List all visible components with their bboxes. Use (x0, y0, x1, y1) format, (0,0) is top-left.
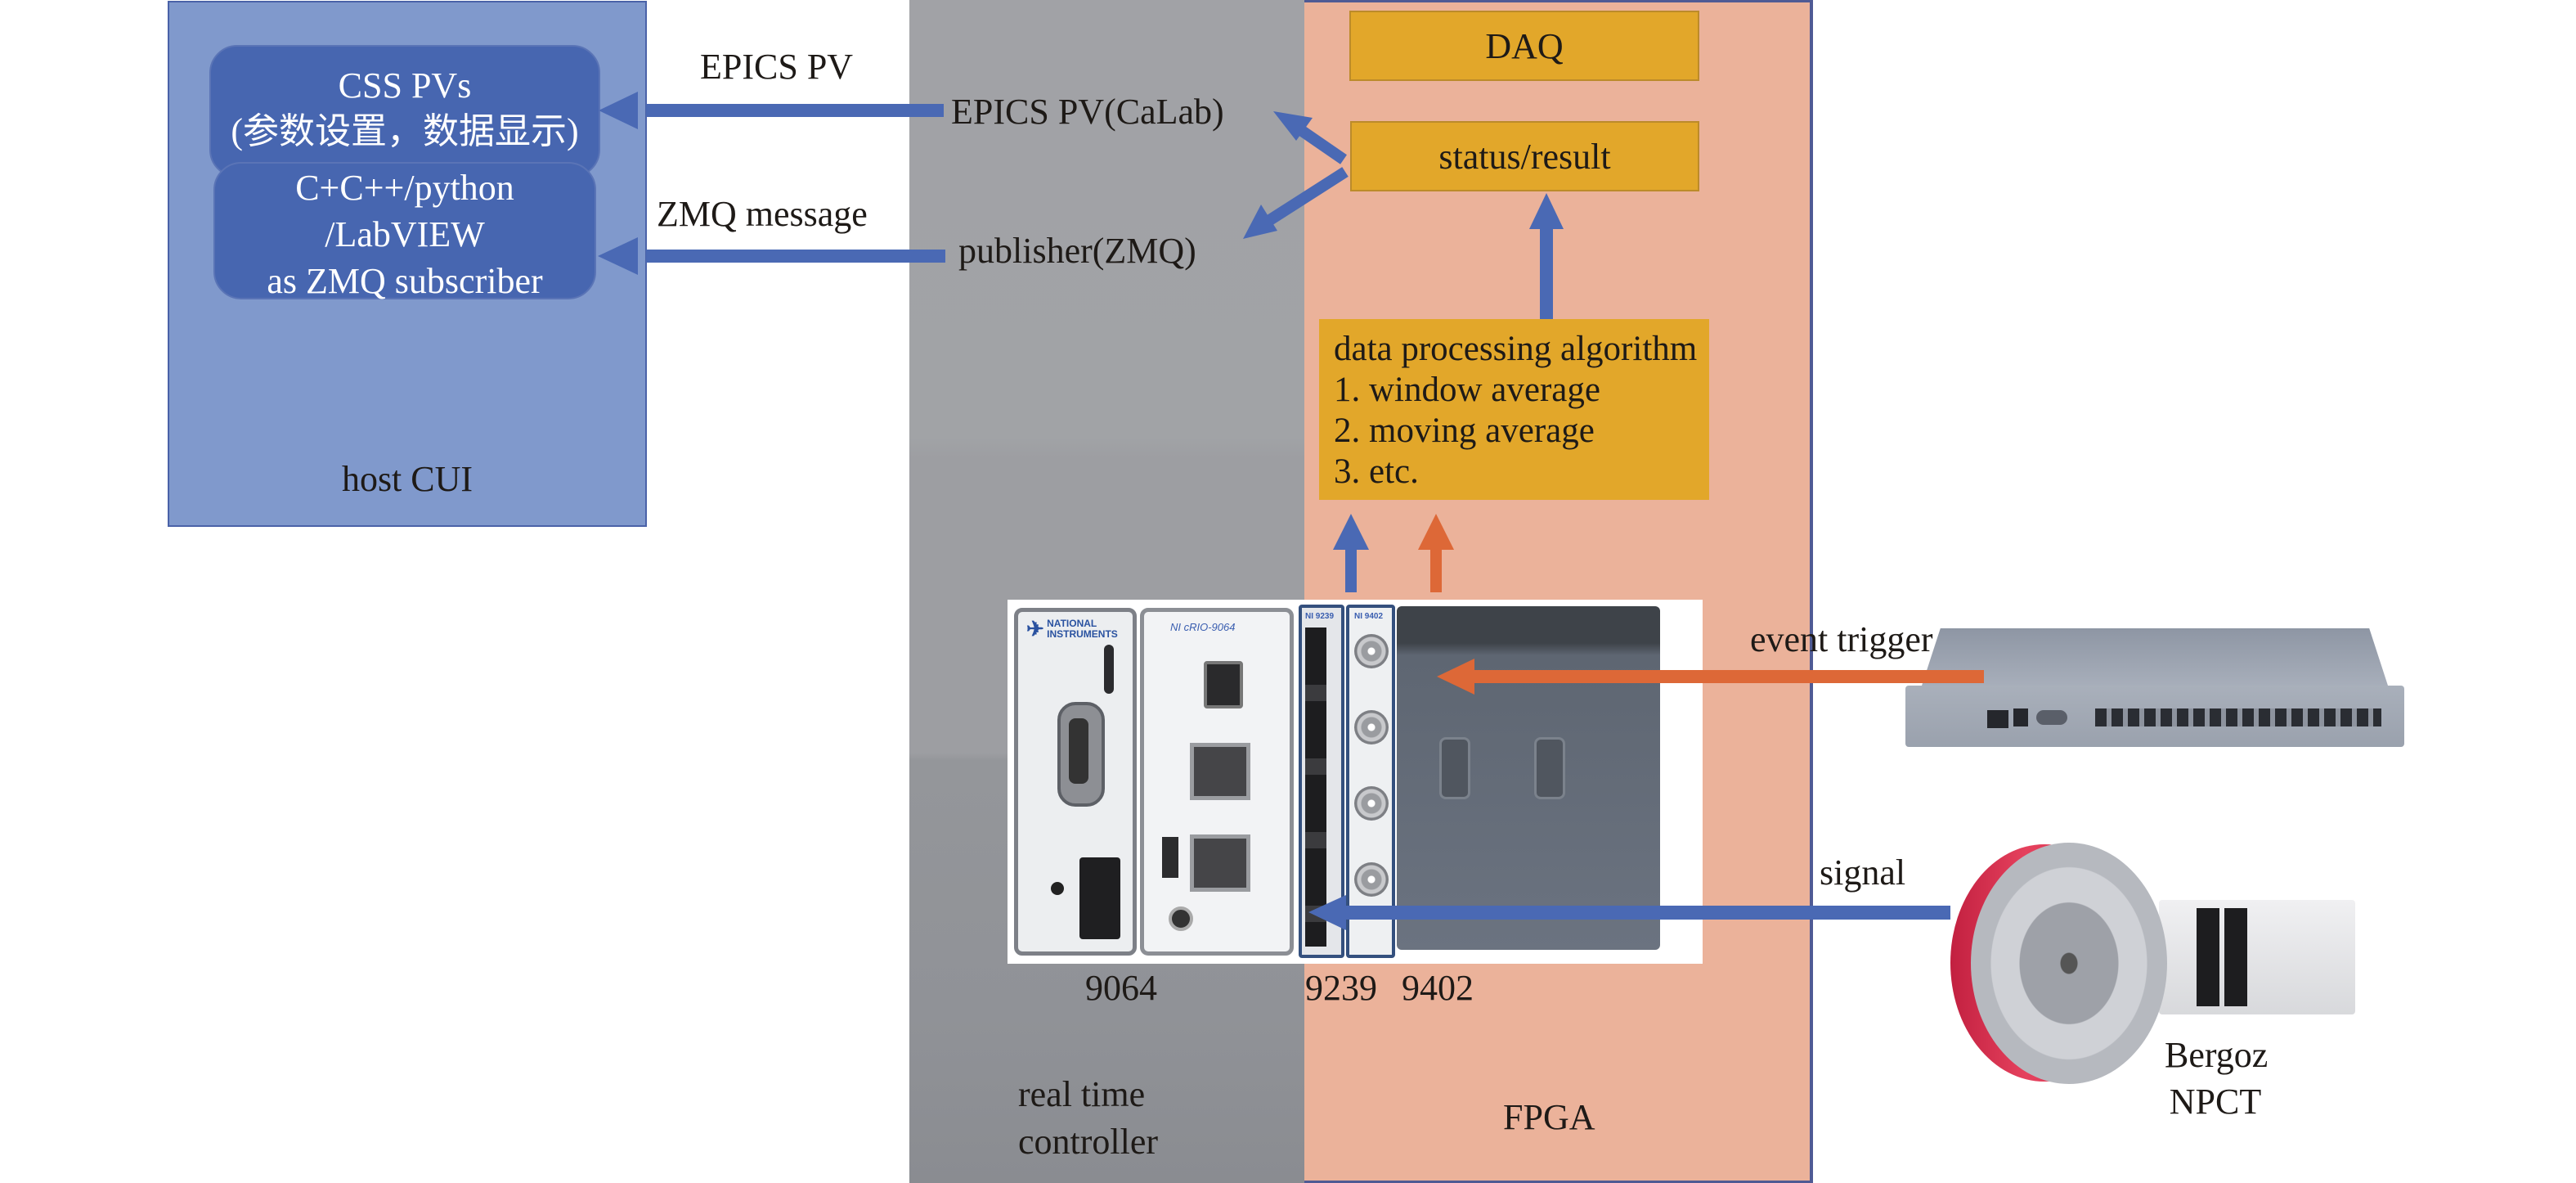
analog-up-arrow-shaft (1345, 550, 1357, 592)
status-leds-icon (1104, 645, 1114, 694)
module-label-9064: 9064 (1085, 968, 1157, 1008)
status-to-epics-arrow-head (1273, 111, 1313, 141)
real-time-label-line-2: controller (1018, 1122, 1159, 1162)
host-cui-label: host CUI (341, 459, 473, 499)
device-top-panel (1922, 628, 2388, 686)
device-front-panel (1905, 686, 2404, 747)
epics-pv-arrow-shaft (646, 104, 944, 117)
signal-arrow-head (1308, 895, 1346, 930)
processing-to-status-arrow-shaft (1540, 229, 1553, 319)
digital-up-arrow-head (1418, 514, 1454, 550)
subscriber-line-1: C+C++/python (295, 168, 514, 208)
ni-9402-text: NI 9402 (1354, 612, 1384, 621)
usb-device-port-icon (1204, 661, 1243, 708)
status-result-box: status/result (1350, 121, 1699, 191)
device-port-icon (2013, 708, 2028, 726)
processing-item: 3. etc. (1334, 452, 1419, 491)
processing-item: 2. moving average (1334, 412, 1595, 450)
epics-pv-arrow-head (599, 92, 638, 129)
processing-item: 1. window average (1334, 371, 1600, 409)
zmq-message-link-label: ZMQ message (657, 194, 868, 234)
bnc-connector-icon (1354, 786, 1389, 821)
subscriber-line-3: as ZMQ subscriber (267, 261, 543, 301)
publisher-zmq-label: publisher(ZMQ) (958, 231, 1196, 271)
zmq-arrow-head (598, 237, 638, 275)
real-time-controller-panel (909, 0, 1305, 1183)
analog-up-arrow-head (1333, 514, 1369, 550)
data-processing-box: data processing algorithm 1. window aver… (1319, 319, 1709, 500)
ni-9239-text: NI 9239 (1305, 612, 1335, 621)
reset-button-icon (1051, 882, 1064, 895)
ni-9239-module: NI 9239 (1299, 605, 1344, 958)
empty-slots (1397, 606, 1660, 950)
npct-label-line-1: Bergoz (2165, 1035, 2269, 1075)
module-label-9239: 9239 (1305, 968, 1377, 1008)
bnc-connector-icon (1354, 862, 1389, 897)
signal-arrow-shaft (1345, 906, 1950, 920)
sd-slot-icon (1169, 906, 1193, 931)
status-to-publisher-arrow-head (1243, 205, 1277, 239)
ni-9402-module: NI 9402 (1346, 605, 1395, 958)
npct-card-icon (2197, 908, 2219, 1006)
slot-connector-icon (1439, 737, 1470, 799)
module-label-9402: 9402 (1402, 968, 1474, 1008)
css-pvs-title: CSS PVs (338, 65, 472, 106)
power-connector-icon (1079, 857, 1120, 939)
subscriber-line-2: /LabVIEW (325, 214, 485, 254)
npct-electronics-image (2159, 900, 2355, 1014)
crio-9064-plate: NI cRIO-9064 (1140, 608, 1294, 956)
timing-system-device-image (1905, 628, 2404, 751)
digital-up-arrow-shaft (1430, 550, 1442, 592)
terminal-block-icon (1305, 627, 1326, 947)
bnc-connector-icon (1354, 710, 1389, 744)
zmq-subscriber-box: C+C++/python /LabVIEW as ZMQ subscriber (213, 162, 596, 301)
fpga-panel (1304, 0, 1813, 1183)
status-to-publisher-arrow-shaft (1263, 167, 1349, 227)
npct-label-line-2: NPCT (2169, 1082, 2262, 1122)
epics-pv-link-label: EPICS PV (700, 47, 854, 87)
serial-pins-icon (1069, 718, 1088, 784)
css-pvs-box: CSS PVs (参数设置，数据显示) (209, 45, 600, 178)
ni-logo-icon: ✈ (1026, 616, 1044, 641)
event-trigger-arrow-head (1437, 659, 1474, 695)
css-pvs-subtitle: (参数设置，数据显示) (231, 111, 579, 151)
npct-card-icon (2224, 908, 2247, 1006)
ni-brand-line-2: INSTRUMENTS (1047, 628, 1118, 640)
daq-box: DAQ (1349, 11, 1699, 81)
real-time-label-line-1: real time (1018, 1074, 1146, 1114)
host-cui-panel: CSS PVs (参数设置，数据显示) C+C++/python /LabVIE… (168, 1, 647, 527)
fpga-label: FPGA (1503, 1097, 1595, 1137)
ni-brand-line-1: NATIONAL (1047, 618, 1097, 629)
usb-host-port-icon (1162, 837, 1178, 878)
bnc-connector-icon (1354, 634, 1389, 668)
device-port-icon (1987, 710, 2008, 728)
npct-sensor-face-image (1971, 843, 2167, 1084)
zmq-arrow-shaft (646, 250, 945, 263)
device-serial-icon (2036, 710, 2067, 725)
signal-label: signal (1820, 852, 1906, 893)
crio-model-text: NI cRIO-9064 (1170, 621, 1236, 633)
event-trigger-label: event trigger (1750, 619, 1933, 659)
processing-to-status-arrow-head (1529, 193, 1564, 229)
ethernet-port-1-icon (1190, 743, 1250, 800)
event-trigger-arrow-shaft (1472, 670, 1984, 683)
processing-title: data processing algorithm (1334, 330, 1698, 368)
slot-connector-icon (1534, 737, 1565, 799)
ethernet-port-2-icon (1190, 834, 1250, 892)
epics-calab-label: EPICS PV(CaLab) (951, 92, 1224, 132)
fiber-ports-icon (2095, 708, 2381, 726)
